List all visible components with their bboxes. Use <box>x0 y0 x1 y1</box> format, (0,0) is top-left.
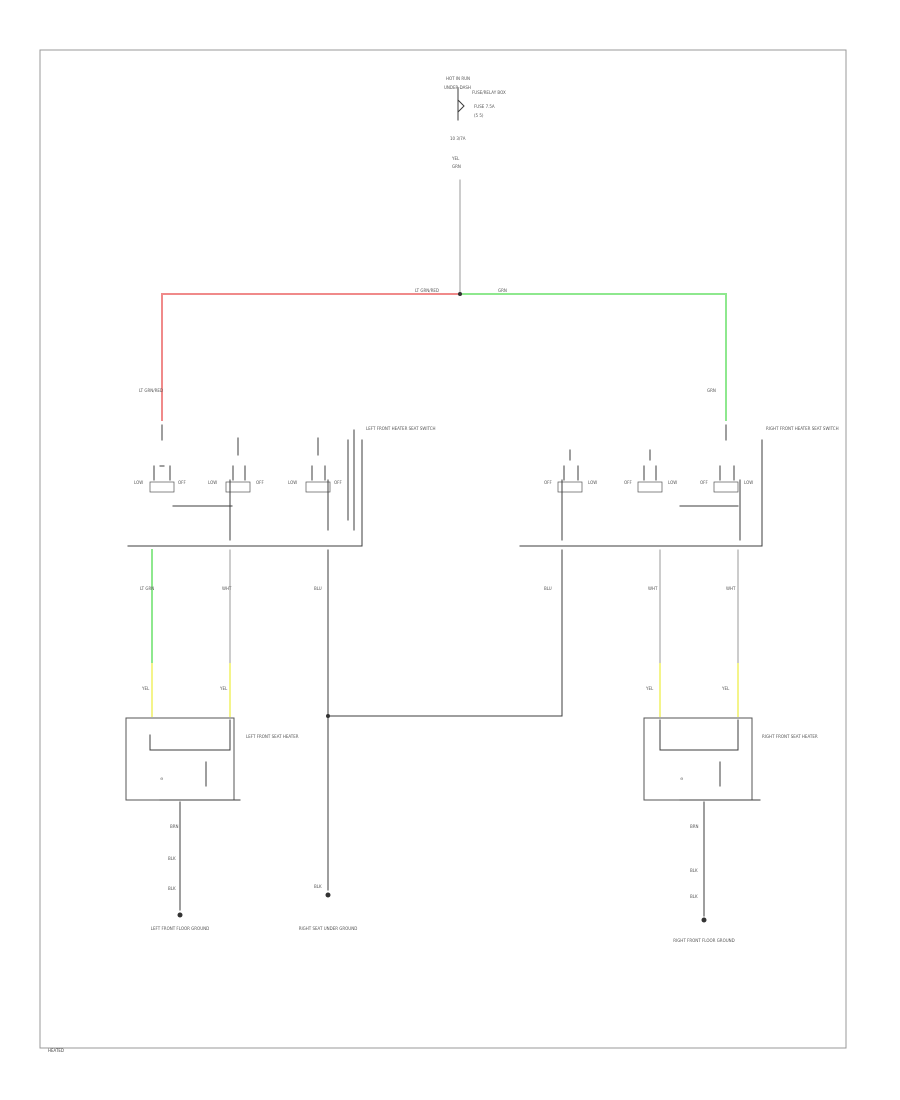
rsw-label-2: LOW <box>588 480 597 485</box>
diagram-frame <box>39 49 847 1049</box>
left-switch-knob-1 <box>149 481 175 493</box>
left-seat-heater: ⊖ LEFT FRONT SEAT HEATER <box>125 717 299 801</box>
fuse-label-1: HOT IN RUN <box>446 76 470 81</box>
rw2-label: WHT <box>648 586 658 591</box>
fuse-block: HOT IN RUN UNDER-DASH FUSE/RELAY BOX FUS… <box>444 76 506 169</box>
left-heater-thermostat: ⊖ <box>160 776 163 781</box>
lw1-label: LT GRN <box>140 586 154 591</box>
lsw-label-3: LOW <box>208 480 217 485</box>
junction-label-right: GRN <box>498 288 507 293</box>
right-switch-contacts-3 <box>563 449 579 481</box>
lgnd2-label: BLK <box>168 856 176 861</box>
right-ground-label: RIGHT FRONT FLOOR GROUND <box>673 938 734 943</box>
rgnd3-label: BLK <box>690 894 698 899</box>
rsw-label-5: OFF <box>700 480 708 485</box>
right-heater-switch: OFF LOW OFF LOW OFF LOW RIGHT FRONT HEAT… <box>519 424 839 547</box>
rsw-label-3: OFF <box>624 480 632 485</box>
left-switch-contacts-3 <box>311 437 326 481</box>
ry2-label: YEL <box>721 686 730 691</box>
left-red-label: LT GRN/RED <box>139 388 163 393</box>
junction: LT GRN/RED GRN LT GRN/RED GRN <box>139 288 727 421</box>
ly2-label: YEL <box>219 686 228 691</box>
ly1-label: YEL <box>141 686 150 691</box>
top-wire-label: YEL <box>451 156 460 161</box>
rsw-label-4: LOW <box>668 480 677 485</box>
fuse-label-3: FUSE/RELAY BOX <box>472 90 506 95</box>
center-ground-symbol <box>325 892 331 898</box>
left-ground: BRN BLK BLK LEFT FRONT FLOOR GROUND <box>151 801 209 931</box>
top-connector-label: 10 3/7A <box>450 136 466 141</box>
left-ground-label: LEFT FRONT FLOOR GROUND <box>151 926 209 931</box>
fuse-symbol <box>457 87 465 121</box>
top-wire-label-2: GRN <box>452 164 461 169</box>
lsw-label-4: OFF <box>256 480 264 485</box>
lw2-label: WHT <box>222 586 232 591</box>
fuse-label-4: FUSE 7.5A <box>474 104 495 109</box>
right-ground-symbol <box>701 917 707 923</box>
right-output-wires: BLU WHT WHT YEL YEL <box>544 549 739 717</box>
right-switch-contacts-1 <box>719 424 735 481</box>
lw3-label: BLU <box>314 586 322 591</box>
right-switch-knob-2 <box>637 481 663 493</box>
fuse-label-5: (5 5) <box>474 113 484 118</box>
left-ground-symbol <box>177 912 183 918</box>
lsw-label-2: OFF <box>178 480 186 485</box>
fuse-label-2: UNDER-DASH <box>444 85 471 90</box>
lgnd3-label: BLK <box>168 886 176 891</box>
rw3-label: WHT <box>726 586 736 591</box>
right-seat-heater: ⊖ RIGHT FRONT SEAT HEATER <box>643 717 818 801</box>
ry1-label: YEL <box>645 686 654 691</box>
junction-dot <box>458 292 462 296</box>
cross-junction <box>326 714 330 718</box>
rsw-label-1: OFF <box>544 480 552 485</box>
right-green-label: GRN <box>707 388 716 393</box>
lsw-label-5: LOW <box>288 480 297 485</box>
lgnd1-label: BRN <box>170 824 179 829</box>
left-switch-contacts-2 <box>232 437 246 481</box>
rgnd2-label: BLK <box>690 868 698 873</box>
junction-label-left: LT GRN/RED <box>415 288 439 293</box>
left-switch-label: LEFT FRONT HEATER SEAT SWITCH <box>366 426 436 431</box>
right-heater-thermostat: ⊖ <box>680 776 683 781</box>
left-heater-label: LEFT FRONT SEAT HEATER <box>246 734 299 739</box>
ctr1-label: BLK <box>314 884 322 889</box>
right-heater-label: RIGHT FRONT SEAT HEATER <box>762 734 818 739</box>
left-switch-knob-2 <box>225 481 251 493</box>
corner-tag: HEATED <box>48 1048 64 1053</box>
right-switch-label: RIGHT FRONT HEATER SEAT SWITCH <box>766 426 839 431</box>
left-heater-switch: LOW OFF LOW OFF LOW OFF LEFT FRONT HEATE… <box>127 424 436 547</box>
left-heater-box <box>125 717 235 801</box>
lsw-label-6: OFF <box>334 480 342 485</box>
left-switch-contacts-1 <box>153 424 171 481</box>
center-ground: BLK RIGHT SEAT UNDER GROUND <box>299 884 358 931</box>
right-switch-knob-1 <box>557 481 583 493</box>
right-switch-knob-3 <box>713 481 739 493</box>
rsw-label-6: LOW <box>744 480 753 485</box>
rgnd1-label: BRN <box>690 824 699 829</box>
left-output-wires: LT GRN WHT BLU YEL YEL <box>140 549 563 891</box>
rw1-label: BLU <box>544 586 552 591</box>
right-switch-contacts-2 <box>643 449 657 481</box>
left-switch-knob-3 <box>305 481 331 493</box>
lsw-label-1: LOW <box>134 480 143 485</box>
center-ground-label: RIGHT SEAT UNDER GROUND <box>299 926 358 931</box>
right-ground: BRN BLK BLK RIGHT FRONT FLOOR GROUND <box>673 801 735 943</box>
